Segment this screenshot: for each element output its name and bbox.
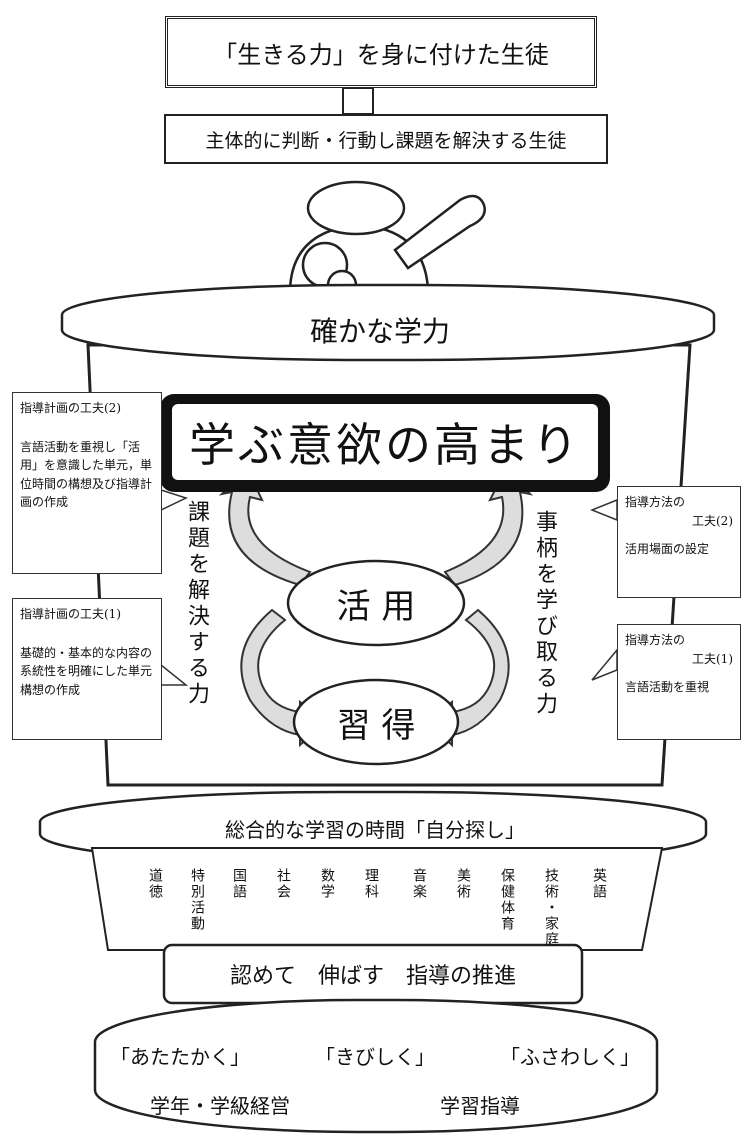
right-box-method-2: 指導方法の 工夫(2) 活用場面の設定	[617, 486, 741, 598]
subject-kokugo: 国語	[231, 868, 247, 900]
left-box-2-body: 言語活動を重視し「活用」を意識した単元，単位時間の構想及び指導計画の作成	[20, 439, 153, 510]
right-box-1-title-2: 工夫(1)	[692, 651, 733, 666]
left-box-1-body: 基礎的・基本的な内容の系統性を明確にした単元構想の作成	[20, 645, 153, 697]
right-box-1-body: 言語活動を重視	[625, 680, 710, 695]
katsuyou-label: 活 用	[336, 586, 416, 627]
base-right-label: 学習指導	[440, 1094, 520, 1118]
attitude-fusawashiku: 「ふさわしく」	[500, 1044, 640, 1069]
subject-ongaku: 音楽	[411, 868, 427, 900]
subject-doutoku: 道徳	[147, 868, 163, 900]
left-box-plan-1: 指導計画の工夫(1) 基礎的・基本的な内容の系統性を明確にした単元構想の作成	[12, 598, 162, 740]
subject-eigo: 英語	[591, 868, 607, 900]
attitude-kibishiku: 「きびしく」	[315, 1044, 435, 1069]
right-box-method-1: 指導方法の 工夫(1) 言語活動を重視	[617, 624, 741, 740]
top-goal-text: 「生きる力」を身に付けた生徒	[213, 40, 549, 69]
right-box-2-title-2: 工夫(2)	[692, 513, 733, 528]
left-box-2-title: 指導計画の工夫(2)	[20, 401, 121, 415]
sub-goal-box: 主体的に判断・行動し課題を解決する生徒	[164, 114, 608, 164]
subject-bijutsu: 美術	[455, 868, 471, 900]
sub-goal-text: 主体的に判断・行動し課題を解決する生徒	[205, 129, 567, 152]
mitomete-label: 認めて 伸ばす 指導の推進	[229, 964, 516, 989]
person-head	[306, 180, 406, 236]
goal-connector	[342, 87, 374, 115]
base-attitudes: 「あたたかく」 「きびしく」 「ふさわしく」	[110, 1040, 640, 1070]
right-vertical-label: 事柄を学び取る力	[532, 510, 557, 718]
subject-rika: 理科	[363, 868, 379, 900]
person-arm	[393, 194, 486, 270]
right-box-2-body: 活用場面の設定	[625, 542, 710, 557]
base-disc	[93, 998, 659, 1134]
shuutoku-oval	[292, 678, 460, 766]
center-banner: 学ぶ意欲の高まり	[172, 404, 598, 480]
left-vertical-label: 課題を解決する力	[184, 500, 209, 708]
subjects-tier	[90, 847, 664, 951]
cup-rim	[60, 283, 716, 362]
sougou-label: 総合的な学習の時間「自分探し」	[225, 817, 525, 842]
subject-shakai: 社会	[275, 868, 291, 900]
base-left-label: 学年・学級経営	[150, 1094, 290, 1118]
subject-gijutsu: 技術・家庭	[543, 868, 559, 948]
attitude-atatakaku: 「あたたかく」	[110, 1044, 250, 1069]
left-box-1-title: 指導計画の工夫(1)	[20, 607, 121, 621]
center-banner-text: 学ぶ意欲の高まり	[189, 418, 581, 472]
shuutoku-label: 習 得	[336, 705, 416, 746]
subject-tokkatsu: 特別活動	[189, 868, 205, 932]
subject-suugaku: 数学	[319, 868, 335, 900]
right-box-2-title-1: 指導方法の	[625, 495, 686, 509]
cup-title-text: 確かな学力	[309, 315, 450, 348]
cup-title: 確かな学力	[200, 308, 560, 352]
right-box-1-title-1: 指導方法の	[625, 633, 686, 647]
top-goal-box: 「生きる力」を身に付けた生徒	[165, 16, 597, 88]
left-box-plan-2: 指導計画の工夫(2) 言語活動を重視し「活用」を意識した単元，単位時間の構想及び…	[12, 392, 162, 574]
person-figure	[288, 180, 486, 301]
subject-hoken: 保健体育	[499, 868, 515, 932]
katsuyou-oval	[286, 559, 466, 647]
